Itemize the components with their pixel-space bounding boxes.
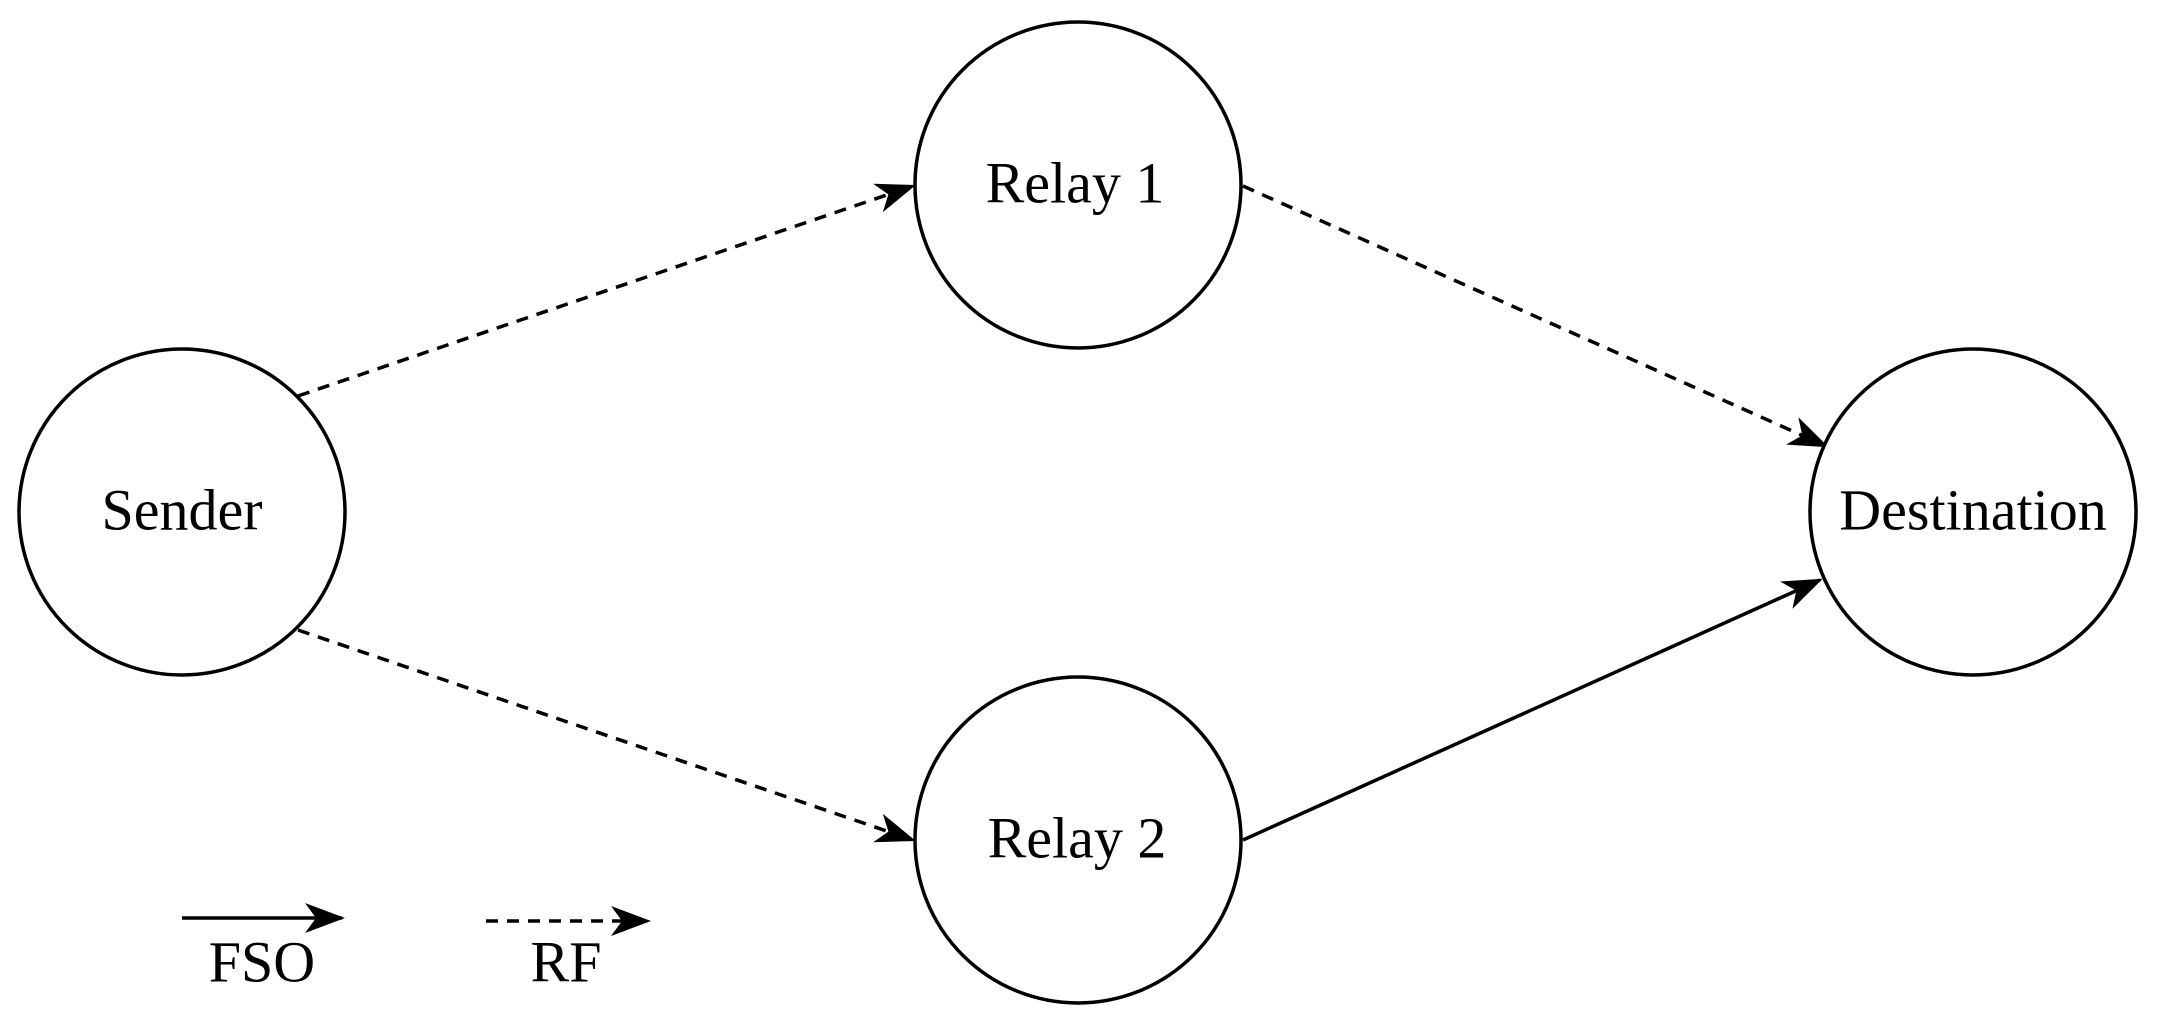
node-relay2-label: Relay 2	[988, 805, 1167, 870]
edge-sender-relay1-rf	[297, 183, 916, 398]
node-sender-label: Sender	[101, 477, 262, 542]
edge-relay2-destination-fso	[1242, 578, 1823, 842]
node-relay1-label: Relay 1	[986, 150, 1165, 215]
node-relay1: Relay 1	[913, 20, 1243, 350]
node-relay2: Relay 2	[913, 675, 1243, 1005]
node-destination: Destination	[1808, 347, 2138, 677]
node-destination-circle	[1808, 347, 2138, 677]
edge-sender-relay2-rf	[297, 628, 916, 843]
node-sender: Sender	[17, 347, 347, 677]
legend-rf-label: RF	[531, 929, 602, 994]
node-relay2-circle	[913, 675, 1243, 1005]
node-destination-label: Destination	[1839, 477, 2106, 542]
legend: FSO RF	[182, 903, 651, 994]
node-sender-circle	[17, 347, 347, 677]
legend-fso-label: FSO	[209, 929, 315, 994]
node-relay1-circle	[913, 20, 1243, 350]
edge-relay1-destination-rf	[1242, 184, 1829, 448]
